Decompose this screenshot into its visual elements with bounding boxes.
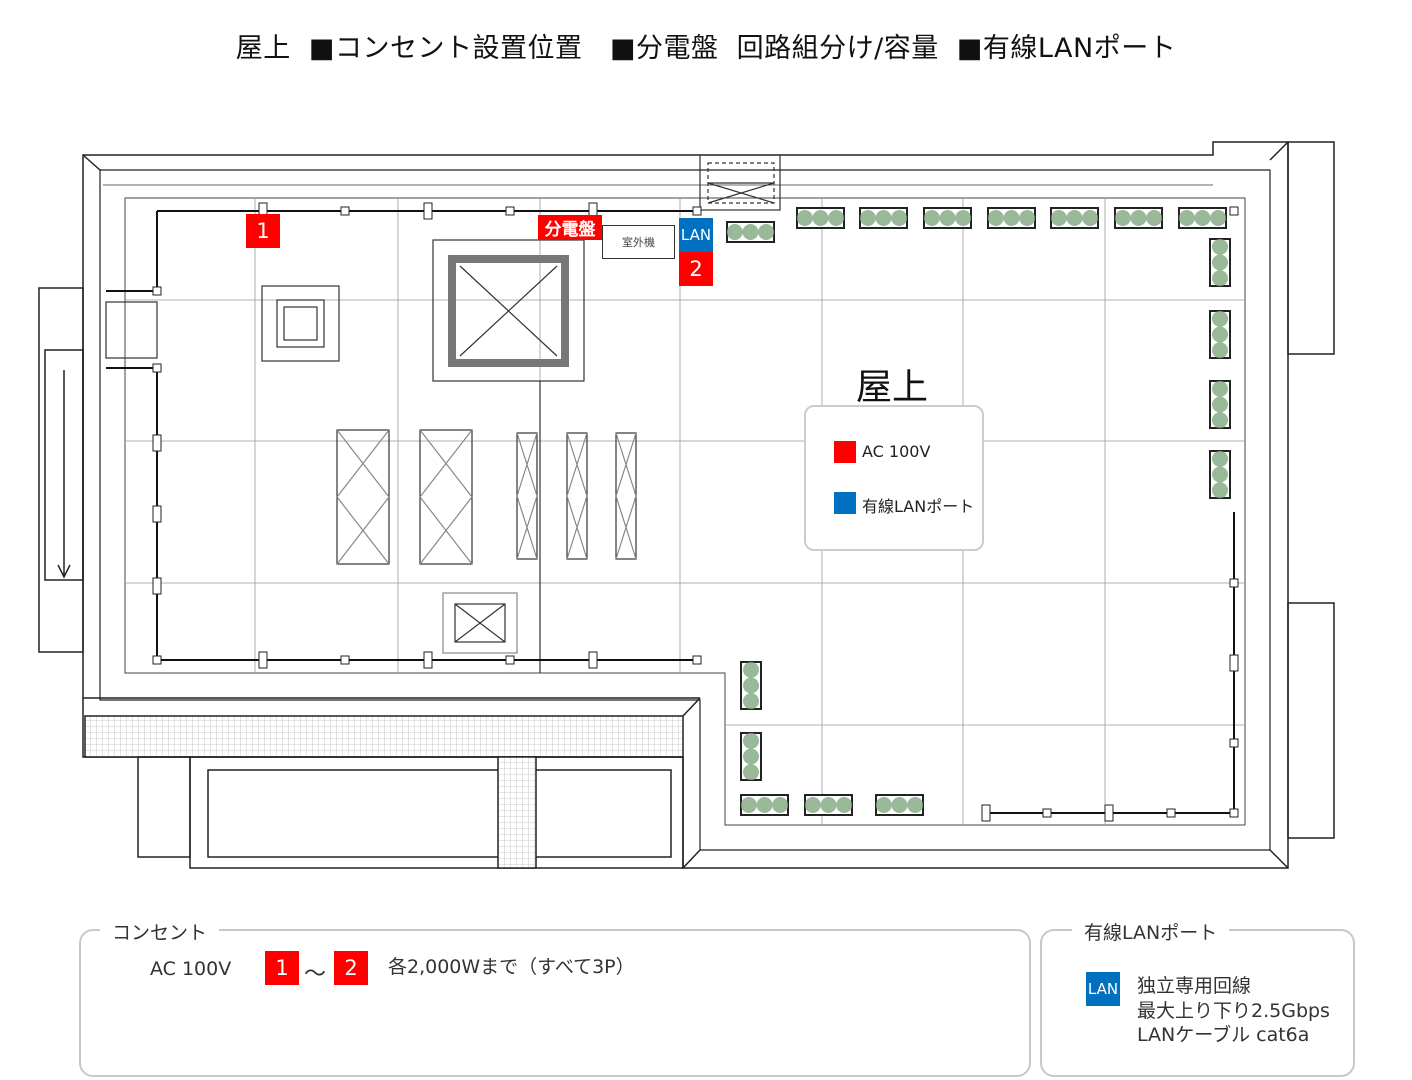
- outlet-voltage: AC 100V: [150, 958, 232, 980]
- outlet-range-tilde: ～: [304, 962, 327, 987]
- junction-box: [340, 206, 350, 216]
- junction-box: [505, 206, 515, 216]
- ac-legend-label: AC 100V: [862, 442, 931, 461]
- junction-box: [1229, 808, 1239, 818]
- equipment-unit: [419, 429, 473, 565]
- equipment-unit: [566, 432, 588, 560]
- junction-box: [340, 655, 350, 665]
- area-label: 屋上: [856, 367, 929, 408]
- lan-badge: LAN: [1086, 972, 1120, 1006]
- junction-box: [1166, 808, 1176, 818]
- junction-box: [1229, 578, 1239, 588]
- junction-box: [1229, 206, 1239, 216]
- roof-area: [124, 197, 1246, 826]
- lan-panel-title: 有線LANポート: [1072, 918, 1230, 945]
- junction-box: [152, 363, 162, 373]
- hatched-band: [84, 715, 684, 758]
- wiring-right: [986, 512, 1235, 814]
- lan-legend-label: 有線LANポート: [862, 497, 975, 516]
- outlet-symbol: [423, 651, 433, 669]
- lan-legend-swatch: [834, 492, 856, 514]
- outlet-panel-title: コンセント: [100, 918, 220, 945]
- equipment-unit: [336, 429, 390, 565]
- outlet-range-to: 2: [334, 951, 368, 985]
- wiring-left: [106, 210, 697, 661]
- lan-line-3: LANケーブル cat6a: [1137, 1024, 1310, 1046]
- outlet-range-from: 1: [265, 951, 299, 985]
- outlet-symbol: [258, 651, 268, 669]
- outlet-symbol: [423, 202, 433, 220]
- outlet-symbol: [152, 577, 162, 595]
- outlet-symbol: [1229, 654, 1239, 672]
- outlet-marker-1: 1: [246, 214, 280, 248]
- page-title: 屋上 ■コンセント設置位置 ■分電盤 回路組分け/容量 ■有線LANポート: [235, 33, 1177, 64]
- lan-port-marker: LAN: [679, 218, 713, 252]
- plan-legend: AC 100V 有線LANポート: [804, 405, 984, 551]
- lan-line-1: 独立専用回線: [1137, 975, 1252, 997]
- equipment-unit: [516, 432, 538, 560]
- ac-legend-swatch: [834, 441, 856, 463]
- junction-box: [692, 655, 702, 665]
- outlet-symbol: [1104, 804, 1114, 822]
- outlet-capacity-note: 各2,000Wまで（すべて3P）: [388, 956, 635, 978]
- outlet-info-panel: [79, 929, 1031, 1077]
- panelboard-label: 分電盤: [538, 215, 602, 240]
- outlet-marker-2: 2: [679, 252, 713, 286]
- outlet-symbol: [588, 651, 598, 669]
- outdoor-unit-label: 室外機: [622, 236, 655, 249]
- outlet-symbol: [152, 434, 162, 452]
- outlet-symbol: [152, 505, 162, 523]
- outlet-symbol: [981, 804, 991, 822]
- junction-box: [505, 655, 515, 665]
- junction-box: [152, 286, 162, 296]
- junction-box: [1229, 738, 1239, 748]
- lan-line-2: 最大上り下り2.5Gbps: [1137, 1000, 1330, 1022]
- junction-box: [152, 655, 162, 665]
- junction-box: [1042, 808, 1052, 818]
- outdoor-unit: 室外機: [602, 225, 675, 259]
- junction-box: [692, 206, 702, 216]
- equipment-unit: [615, 432, 637, 560]
